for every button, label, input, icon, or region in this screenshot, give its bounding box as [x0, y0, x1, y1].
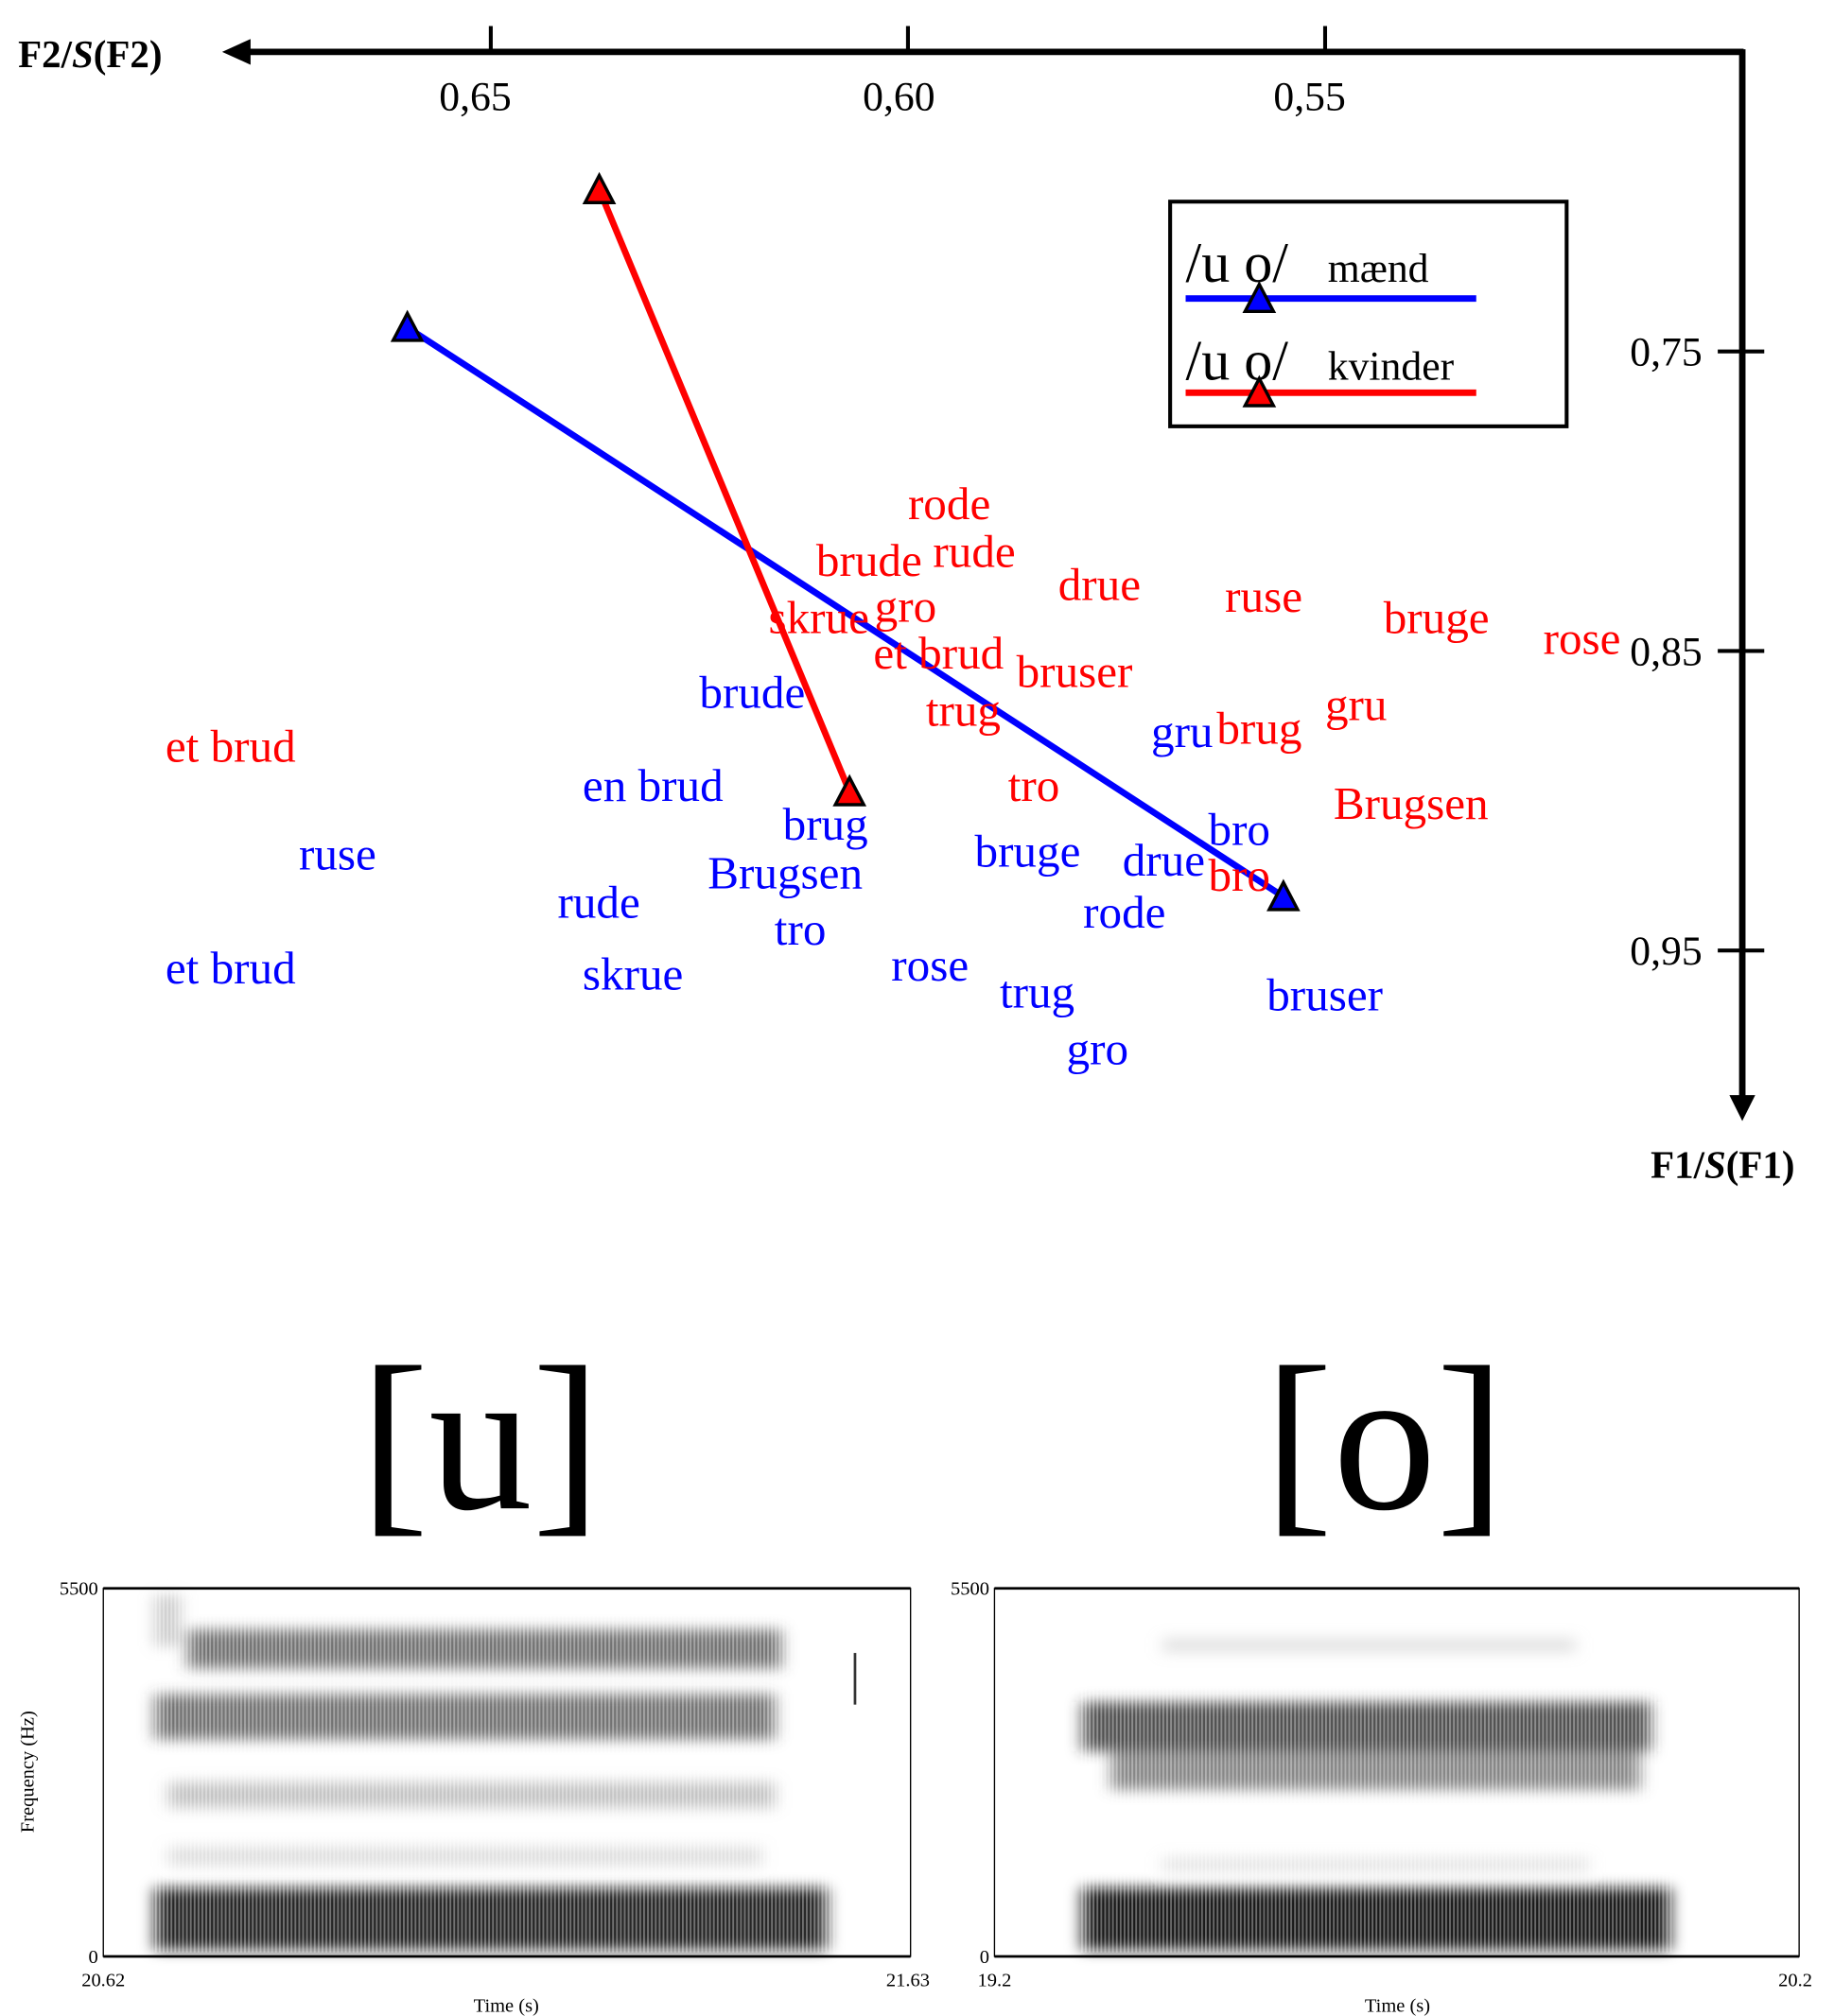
- word-label: Brugsen: [707, 847, 863, 899]
- word-label: et brud: [166, 942, 296, 994]
- word-label: gru: [1325, 678, 1388, 730]
- y-tick-label: 0: [980, 1947, 989, 1968]
- y-tick-label: 0,75: [1630, 330, 1702, 375]
- word-label: brug: [1216, 703, 1301, 755]
- word-label: skrue: [768, 591, 868, 643]
- word-label: rude: [557, 876, 639, 928]
- triangle-marker-icon: [1242, 280, 1277, 314]
- y-tick-label: 5500: [951, 1579, 989, 1600]
- word-label: drue: [1058, 559, 1141, 611]
- x-tick-label: 20.2: [1778, 1970, 1812, 1990]
- arrow-left-icon: [221, 39, 251, 65]
- word-label: rode: [908, 478, 990, 530]
- word-label: et brud: [873, 627, 1004, 679]
- y-axis-title: F1/S(F1): [1651, 1143, 1794, 1187]
- triangle-marker-icon: [1242, 374, 1277, 408]
- series-line: [596, 188, 853, 793]
- x-tick-label: 20.62: [81, 1970, 125, 1990]
- word-label: bruge: [1384, 591, 1490, 643]
- word-label: ruse: [1225, 570, 1302, 622]
- legend-label: mænd: [1328, 246, 1429, 291]
- word-label: brude: [816, 534, 922, 586]
- y-axis-title: Frequency (Hz): [18, 1711, 39, 1833]
- word-label: et brud: [166, 721, 296, 773]
- x-axis: 0,65 0,60 0,55 F2/S(F2): [18, 26, 1744, 119]
- word-label: rose: [891, 939, 969, 991]
- word-label: bro: [1209, 849, 1271, 901]
- spectrogram-u: 5500 0 20.62 21.63 Time (s) Frequency (H…: [18, 1579, 930, 2016]
- x-tick-label: 21.63: [886, 1970, 930, 1990]
- word-label: tro: [1008, 759, 1060, 811]
- triangle-marker-icon: [1266, 878, 1301, 912]
- spectrogram-title-o: [o]: [1264, 1325, 1505, 1554]
- word-label: rode: [1083, 886, 1165, 938]
- word-label: bruser: [1017, 645, 1133, 697]
- word-label: skrue: [583, 947, 683, 999]
- legend: /u o/ mænd /u o/ kvinder: [1168, 200, 1569, 428]
- y-tick-label: 0,95: [1630, 929, 1702, 974]
- word-label: Brugsen: [1334, 777, 1489, 829]
- legend-symbol: /u o/: [1186, 329, 1289, 392]
- triangle-marker-icon: [390, 309, 425, 342]
- x-tick-label: 0,65: [439, 74, 511, 119]
- triangle-marker-icon: [582, 171, 617, 204]
- word-label: gru: [1151, 705, 1214, 757]
- word-label: brude: [699, 667, 805, 719]
- y-tick-label: 0,85: [1630, 629, 1702, 674]
- word-label: bro: [1209, 803, 1271, 855]
- x-tick-label: 0,60: [863, 74, 934, 119]
- y-tick-label: 0: [89, 1947, 98, 1968]
- word-label: trug: [926, 685, 1001, 737]
- legend-symbol: /u o/: [1186, 231, 1289, 294]
- spectrogram-o: 5500 0 19.2 20.2 Time (s): [951, 1579, 1812, 2016]
- word-label: brug: [783, 798, 868, 850]
- word-label: en brud: [583, 759, 724, 811]
- word-label: ruse: [299, 828, 376, 880]
- x-tick-label: 0,55: [1273, 74, 1345, 119]
- y-axis: 0,75 0,85 0,95 F1/S(F1): [1630, 49, 1795, 1187]
- x-axis-title: F2/S(F2): [18, 32, 162, 76]
- x-axis-title: Time (s): [474, 1996, 539, 2016]
- x-axis-title: Time (s): [1365, 1996, 1430, 2016]
- triangle-marker-icon: [832, 773, 867, 807]
- word-label: gro: [875, 581, 937, 633]
- spectrogram-title-u: [u]: [360, 1325, 602, 1554]
- legend-label: kvinder: [1328, 344, 1455, 390]
- word-label: tro: [775, 903, 827, 955]
- word-label: trug: [1000, 965, 1074, 1017]
- word-label: bruge: [975, 826, 1081, 878]
- arrow-down-icon: [1729, 1095, 1755, 1121]
- series-line: [405, 324, 1285, 900]
- word-label: rose: [1544, 613, 1621, 665]
- y-tick-label: 5500: [60, 1579, 98, 1600]
- word-label: gro: [1067, 1023, 1129, 1075]
- x-tick-label: 19.2: [978, 1970, 1012, 1990]
- word-label: drue: [1123, 834, 1205, 886]
- word-label: rude: [933, 526, 1015, 578]
- word-label: bruser: [1266, 969, 1383, 1021]
